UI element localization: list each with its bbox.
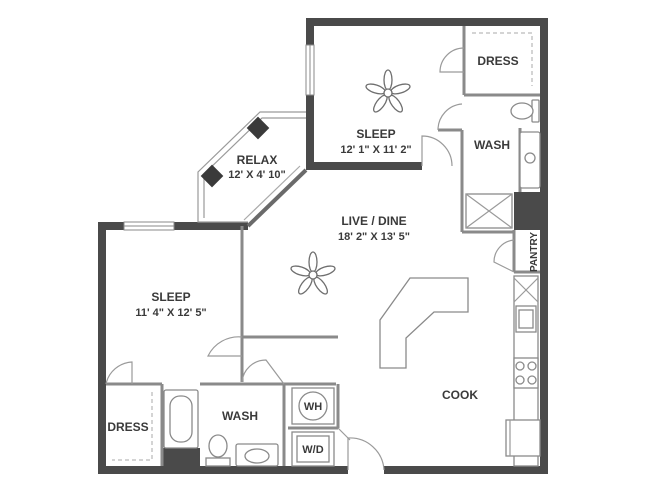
cook-label: COOK <box>442 388 478 402</box>
door-swings <box>105 47 515 471</box>
wash-second-label: WASH <box>222 409 258 423</box>
sleep-main-label: SLEEP <box>356 127 395 141</box>
wd-label: W/D <box>302 444 323 456</box>
sleep-second-dims: 11' 4" X 12' 5" <box>135 307 206 319</box>
sink-icon <box>235 443 279 467</box>
sink-icon <box>519 131 541 189</box>
water-heater <box>291 387 335 425</box>
refrigerator-icon <box>505 419 541 457</box>
live-dine-label: LIVE / DINE <box>341 214 406 228</box>
range-icon <box>513 357 539 389</box>
sleep-main-dims: 12' 1" X 11' 2" <box>340 144 411 156</box>
toilet-icon <box>205 434 231 467</box>
wash-main-label: WASH <box>474 138 510 152</box>
live-dine-dims: 18' 2" X 13' 5" <box>338 231 410 243</box>
kitchen-island <box>379 277 469 369</box>
relax-dims: 12' X 4' 10" <box>228 169 286 181</box>
room-labels: SLEEP 12' 1" X 11' 2" DRESS WASH RELAX 1… <box>107 54 540 456</box>
interior-walls <box>106 26 540 466</box>
washer-dryer <box>291 431 335 467</box>
relax-label: RELAX <box>237 153 278 167</box>
pantry-label: PANTRY <box>529 232 540 272</box>
shower-icon <box>465 193 513 229</box>
dress-main-label: DRESS <box>477 54 518 68</box>
bathtub-icon <box>163 389 199 449</box>
ceiling-fan-icon <box>365 69 411 113</box>
dress-second-label: DRESS <box>107 420 148 434</box>
toilet-icon <box>510 99 540 123</box>
windows <box>123 44 315 231</box>
ceiling-fan-icon <box>290 251 336 295</box>
wh-label: WH <box>304 401 322 413</box>
closet-rods <box>112 32 533 461</box>
sleep-second-label: SLEEP <box>151 290 190 304</box>
